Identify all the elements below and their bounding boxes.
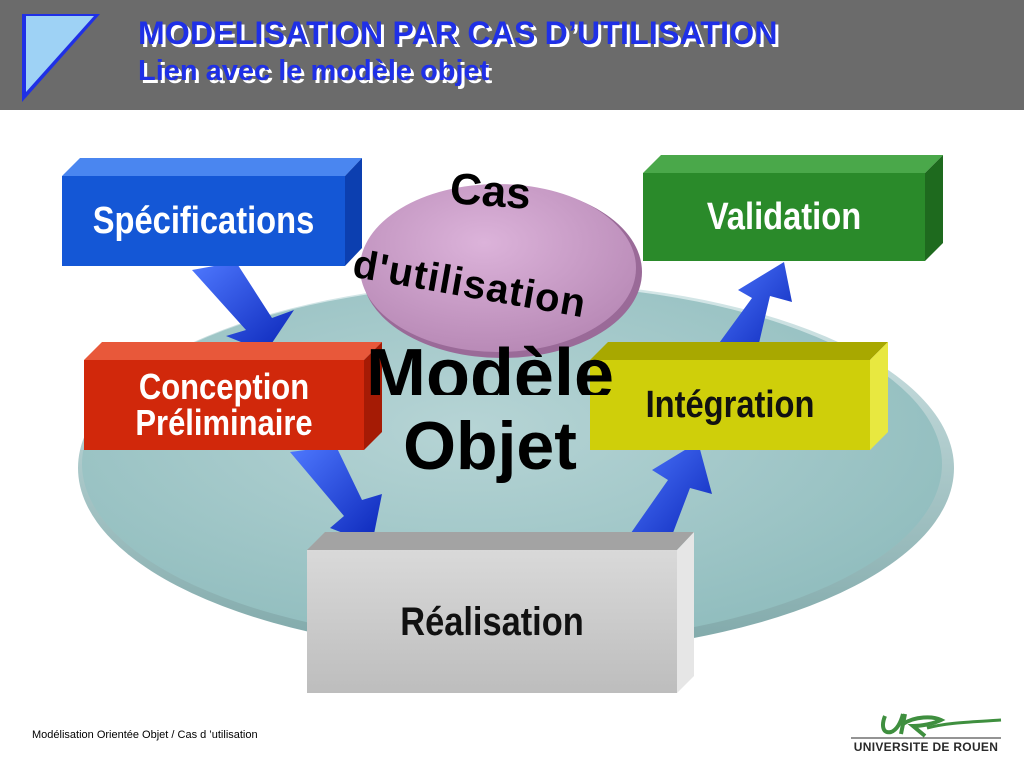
- integration-box-shape: [590, 342, 888, 450]
- arrow-spec-to-conception: [192, 262, 294, 352]
- realisation-label: Réalisation: [400, 599, 584, 644]
- slide-subtitle: Lien avec le modèle objet: [138, 55, 490, 87]
- specifications-box-shape: [62, 158, 362, 266]
- modele-label: Modèle: [365, 335, 615, 395]
- validation-box: Validation: [663, 173, 906, 261]
- cas-label-line1: Cas: [448, 164, 533, 219]
- conception-box-shape: [84, 342, 382, 450]
- cas-utilisation-ellipse: [360, 184, 642, 358]
- footer-caption: Modélisation Orientée Objet / Cas d ’uti…: [32, 729, 258, 741]
- conception-box: Conception Préliminaire: [104, 360, 345, 450]
- integration-box: Intégration: [610, 360, 851, 450]
- specifications-box: Spécifications: [82, 176, 325, 266]
- integration-label: Intégration: [645, 384, 815, 426]
- specifications-label: Spécifications: [92, 200, 315, 242]
- university-name: UNIVERSITE DE ROUEN: [853, 740, 999, 754]
- arrow-realisation-to-integration: [626, 442, 712, 546]
- uhr-logo-icon: [851, 713, 1002, 739]
- validation-box-shape: [643, 155, 943, 261]
- conception-label-line1: Conception: [138, 366, 310, 407]
- conception-label-line2: Préliminaire: [135, 402, 313, 443]
- objet-label: Objet: [403, 408, 577, 484]
- validation-label: Validation: [706, 196, 862, 238]
- arrow-integration-to-validation: [714, 262, 792, 356]
- header-bar: [0, 0, 1024, 110]
- realisation-box: Réalisation: [333, 550, 651, 693]
- university-logo: UNIVERSITE DE ROUEN: [845, 710, 1007, 758]
- realisation-box-shape: [307, 532, 694, 693]
- slide-title: MODELISATION PAR CAS D’UTILISATION: [138, 15, 778, 51]
- corner-triangle-icon: [22, 14, 100, 102]
- arrow-conception-to-realisation: [290, 446, 382, 544]
